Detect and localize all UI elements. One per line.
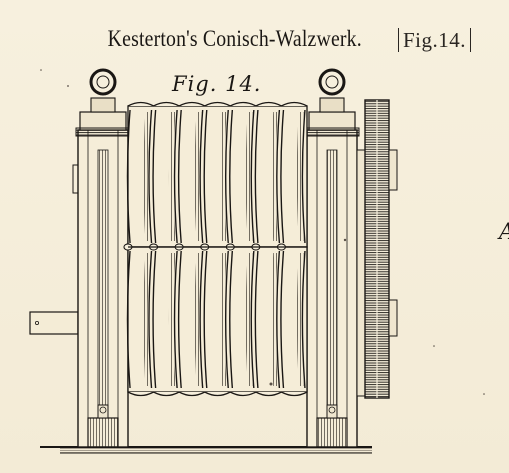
gear-wheel [364,99,398,399]
roll-shading [271,253,278,386]
roll-groove [229,250,255,389]
roll-collar-notch [281,101,308,107]
roll-collar-notch [153,391,180,397]
roll-shading [143,112,150,241]
caption-figure-reference: Fig.14. [398,28,472,52]
upper-roll [123,101,308,251]
roll-collar-notch [178,101,206,107]
roll-shading [194,253,202,386]
roll-collar-notch [229,391,257,397]
roll-groove [254,109,281,244]
roll-shading [143,253,150,386]
roll-collar-notch [255,391,282,397]
roll-shading [194,112,202,241]
roll-groove [152,250,178,389]
roll-shading [168,253,176,386]
roll-groove [280,250,306,389]
roll-collar-notch [153,101,180,107]
right-housing [304,68,366,448]
roll-groove [254,250,281,389]
roll-groove [126,250,153,389]
roll-collar-notch [204,101,231,107]
caption-title: Kesterton's Conisch-Walzwerk. [107,26,362,51]
base-plate [40,446,372,454]
roll-collar-notch [204,391,231,397]
plate-caption: Kesterton's Conisch-Walzwerk. Fig.14. [0,26,509,52]
roll-shading [168,112,176,241]
roll-collar-notch [127,101,154,107]
roll-groove [126,109,153,244]
roll-groove [280,109,306,244]
figure-label: Fig. 14. [172,72,262,96]
roll-groove [152,109,178,244]
roll-shading [245,112,253,241]
roll-groove [203,109,229,244]
roll-collar-notch [255,101,282,107]
roll-collar-notch [178,391,206,397]
roll-groove [177,250,204,389]
left-housing [72,68,131,448]
roll-shading [296,112,304,241]
roll-collar-notch [127,391,154,397]
margin-letter: A [499,220,509,245]
roll-collar-notch [229,101,257,107]
paper-specks [40,69,485,395]
lower-roll [123,243,308,397]
roll-shading [220,253,227,386]
roll-shading [245,253,253,386]
roll-shading [296,253,304,386]
roll-shading [271,112,278,241]
roll-groove [229,109,255,244]
roll-collar-notch [281,391,308,397]
roll-shading [220,112,227,241]
left-side-bracket [29,311,79,335]
roll-groove [203,250,229,389]
roll-groove [177,109,204,244]
